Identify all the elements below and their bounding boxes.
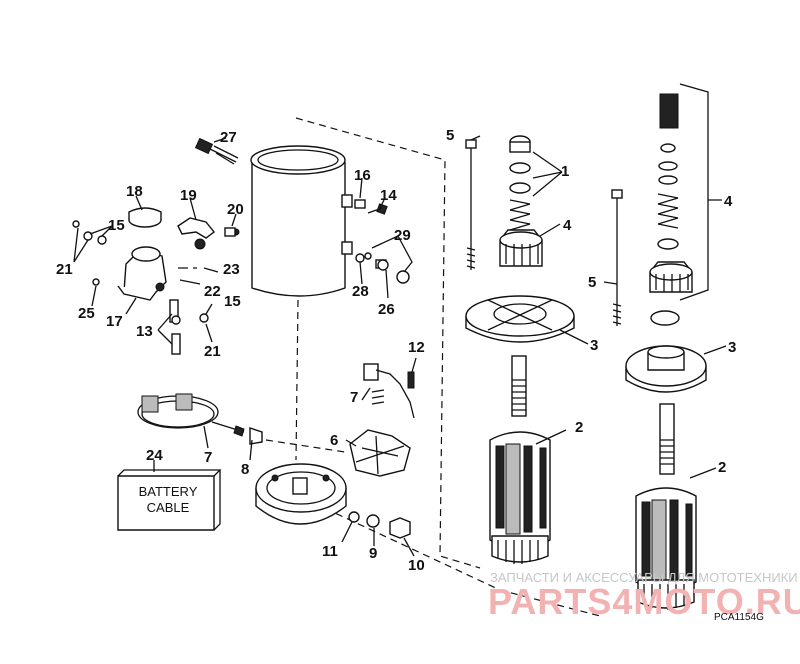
callout-label: 7 <box>204 449 212 466</box>
drive-assembly-a <box>465 135 575 564</box>
watermark-brand: PARTS4MOTO.RU <box>488 581 800 622</box>
starter-frame-housing <box>250 145 353 297</box>
frame-fasteners <box>354 199 410 284</box>
callout-label: 5 <box>446 127 454 144</box>
callout-label: 7 <box>350 389 358 406</box>
callout-label: 14 <box>380 187 397 204</box>
callout-label: 8 <box>241 461 249 478</box>
callout-label: 27 <box>220 129 237 146</box>
callout-label: 5 <box>588 274 596 291</box>
brush-plate <box>349 363 415 477</box>
watermark-tagline: ЗАПЧАСТИ И АКСЕССУАРЫ ДЛЯ МОТОТЕХНИКИ <box>490 570 798 585</box>
callout-label: 3 <box>590 337 598 354</box>
callout-label: 25 <box>78 305 95 322</box>
callout-label: 6 <box>330 432 338 449</box>
callout-label: 11 <box>322 543 338 560</box>
through-bolt-27 <box>194 137 239 165</box>
drawing-code: PCA1154G <box>714 612 764 623</box>
watermark: ЗАПЧАСТИ И АКСЕССУАРЫ ДЛЯ МОТОТЕХНИКИ PA… <box>488 570 800 622</box>
callout-label: 3 <box>728 339 736 356</box>
battery-label-line2: CABLE <box>147 500 190 515</box>
callout-label: 21 <box>56 261 73 278</box>
callout-label: 2 <box>718 459 726 476</box>
callout-label: 12 <box>408 339 425 356</box>
end-cap <box>255 463 411 539</box>
callout-label: 29 <box>394 227 411 244</box>
callout-label: 19 <box>180 187 197 204</box>
callout-label: 28 <box>352 283 369 300</box>
callout-label: 23 <box>223 261 240 278</box>
drive-assembly-b <box>611 93 707 610</box>
callout-label: 15 <box>108 217 125 234</box>
solenoid-group <box>72 207 240 355</box>
callout-label: 20 <box>227 201 244 218</box>
callout-label: 18 <box>126 183 143 200</box>
callout-label: 21 <box>204 343 221 360</box>
leader-lines <box>73 83 727 557</box>
callout-label: 9 <box>369 545 377 562</box>
battery-cable-box: BATTERY CABLE <box>117 469 222 531</box>
brush-and-cable <box>137 393 263 445</box>
callout-labels: 1 2 2 3 3 4 4 5 5 6 7 7 8 9 10 11 12 13 … <box>56 127 736 574</box>
callout-label: 1 <box>561 163 569 180</box>
callout-label: 2 <box>575 419 583 436</box>
callout-label: 10 <box>408 557 425 574</box>
callout-label: 13 <box>136 323 153 340</box>
callout-label: 17 <box>106 313 123 330</box>
callout-label: 4 <box>724 193 733 210</box>
callout-label: 4 <box>563 217 572 234</box>
callout-label: 22 <box>204 283 221 300</box>
assembly-dashed-lines <box>259 117 601 617</box>
callout-label: 24 <box>146 447 163 464</box>
callout-label: 15 <box>224 293 241 310</box>
battery-label-line1: BATTERY <box>139 484 198 499</box>
callout-label: 16 <box>354 167 371 184</box>
callout-label: 26 <box>378 301 395 318</box>
